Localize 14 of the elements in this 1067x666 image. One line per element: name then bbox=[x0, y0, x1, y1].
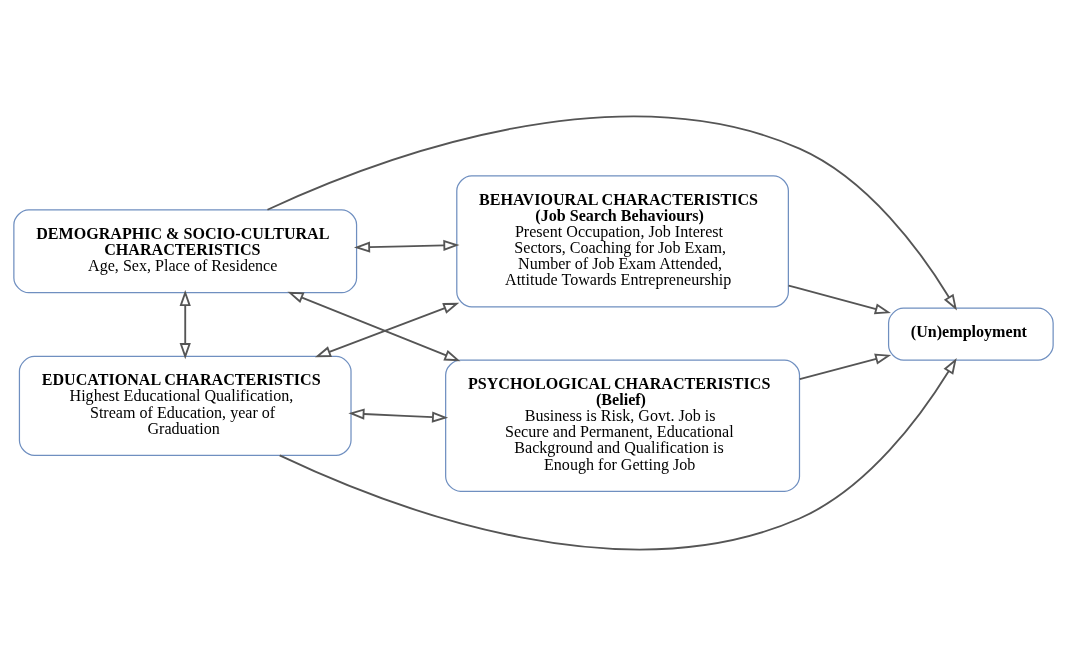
arrow bbox=[348, 408, 449, 423]
node-box: PSYCHOLOGICAL CHARACTERISTICS (Belief) Business is Risk, Govt. Job is Secure and Permanent, Educational Background and Qualification is Enough for Getting Job bbox=[445, 359, 801, 492]
arrow bbox=[353, 239, 460, 253]
arrow bbox=[798, 353, 892, 381]
node-box: DEMOGRAPHIC & SOCIO-CULTURAL CHARACTERISTICS Age, Sex, Place of Residence bbox=[13, 209, 358, 294]
node-box: BEHAVIOURAL CHARACTERISTICS (Job Search Behaviours) Present Occupation, Job Interest Sectors, Coaching for Job Exam, Number of Job Exam Attended, Attitude Towards Entrepreneurship bbox=[456, 175, 789, 308]
arrow bbox=[314, 302, 460, 358]
arrow bbox=[787, 284, 891, 315]
arrow bbox=[278, 357, 957, 550]
node-box: EDUCATIONAL CHARACTERISTICS Highest Educational Qualification, Stream of Education, year of Graduation bbox=[18, 355, 352, 457]
arrow bbox=[287, 291, 461, 362]
arrow bbox=[266, 116, 957, 311]
node-box: (Un)employment bbox=[887, 307, 1054, 361]
arrow bbox=[179, 289, 191, 360]
